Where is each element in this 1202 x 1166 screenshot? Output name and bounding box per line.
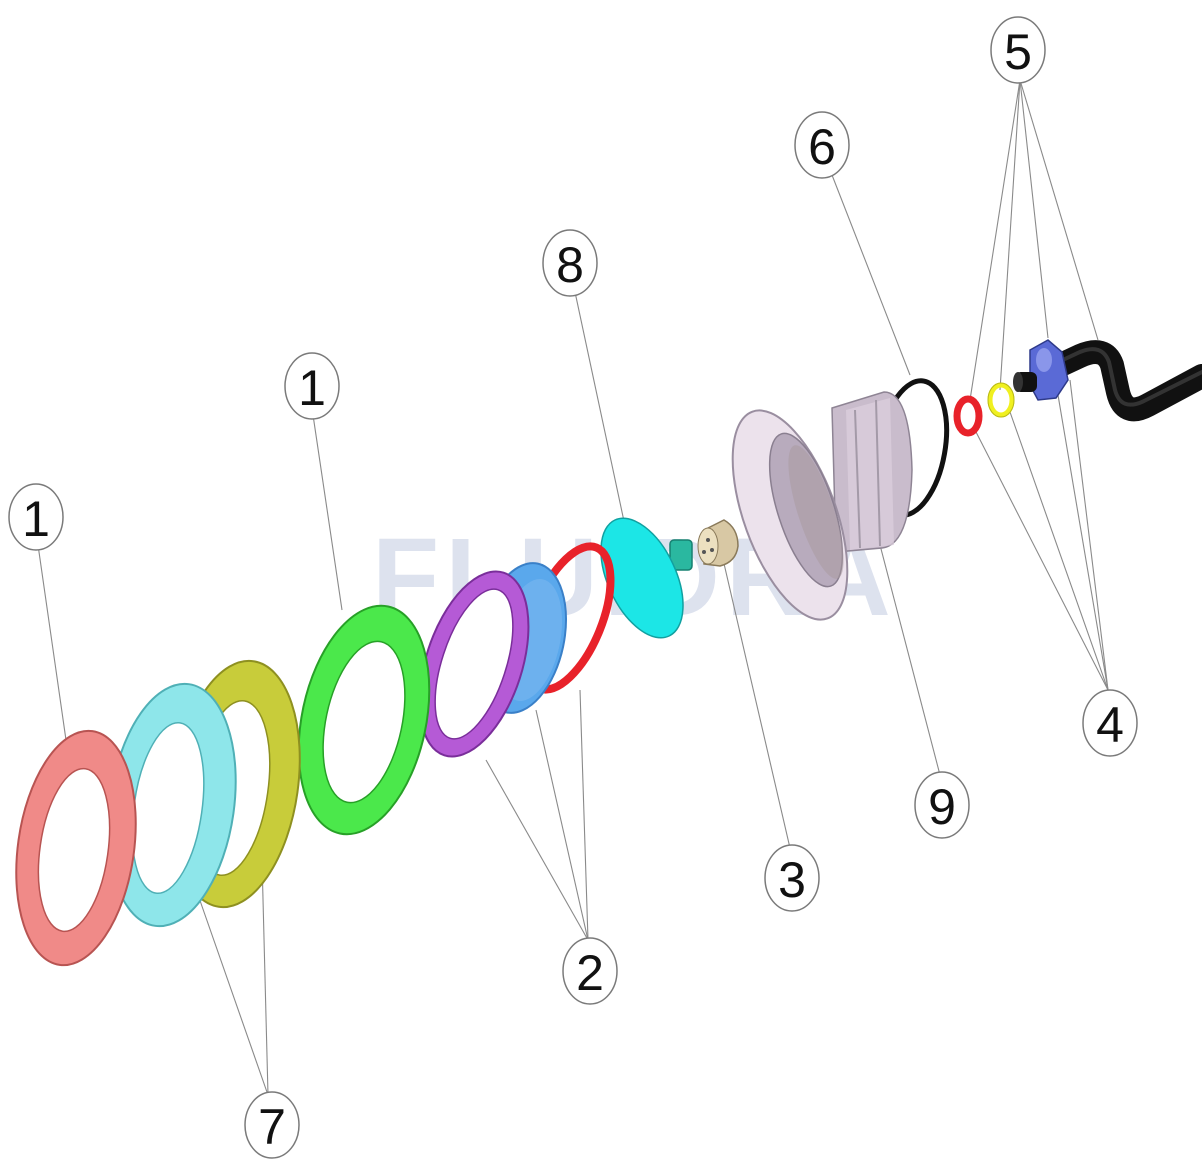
leader-2c	[579, 689, 589, 941]
leader-9	[879, 544, 941, 776]
cable	[1038, 340, 1202, 422]
callout-1a: 1	[8, 483, 64, 551]
connector	[697, 519, 739, 567]
leader-4b	[1009, 411, 1109, 691]
svg-text:3: 3	[778, 852, 806, 908]
callout-3: 3	[764, 844, 820, 912]
svg-text:7: 7	[258, 1099, 286, 1155]
svg-text:8: 8	[556, 237, 584, 293]
housing	[731, 391, 913, 621]
red-washer	[953, 395, 983, 437]
svg-text:1: 1	[22, 491, 50, 547]
svg-text:5: 5	[1004, 24, 1032, 80]
callout-5: 5	[990, 16, 1046, 84]
leader-4a	[974, 429, 1109, 691]
callout-8: 8	[542, 229, 598, 297]
svg-text:1: 1	[298, 360, 326, 416]
leader-5b	[999, 79, 1021, 391]
cyan-trim-ring	[107, 682, 237, 928]
leader-6	[831, 174, 911, 376]
coral-trim-ring	[15, 729, 137, 967]
leader-4c	[1057, 394, 1109, 691]
leader-5d	[1019, 79, 1099, 341]
leader-8	[574, 291, 629, 541]
callouts: 1 1 8 6 5 4 9 3	[8, 16, 1138, 1159]
callout-2: 2	[562, 937, 618, 1005]
leader-2b	[535, 709, 589, 941]
svg-text:4: 4	[1096, 697, 1124, 753]
leader-3	[721, 554, 791, 849]
callout-7: 7	[244, 1091, 300, 1159]
green-trim-ring	[297, 604, 431, 836]
purple-nut	[418, 570, 530, 758]
leader-5a	[969, 79, 1021, 401]
leader-lines	[37, 79, 1109, 1096]
leader-5c	[1019, 79, 1049, 339]
yellow-washer-edge	[987, 382, 1015, 418]
lamp	[600, 517, 693, 639]
leader-7a	[196, 891, 269, 1096]
callout-9: 9	[914, 771, 970, 839]
leader-7b	[261, 859, 269, 1096]
yellow-washer	[987, 382, 1015, 418]
leader-4d	[1069, 379, 1109, 691]
leader-1b	[312, 414, 343, 611]
leader-1a	[37, 544, 67, 741]
parts	[15, 339, 1202, 967]
svg-text:6: 6	[808, 119, 836, 175]
callout-6: 6	[794, 111, 850, 179]
callout-1b: 1	[284, 352, 340, 420]
leader-2a	[485, 759, 589, 941]
callout-4: 4	[1082, 689, 1138, 757]
svg-text:9: 9	[928, 779, 956, 835]
cable-gland	[1013, 339, 1069, 401]
svg-text:2: 2	[576, 945, 604, 1001]
